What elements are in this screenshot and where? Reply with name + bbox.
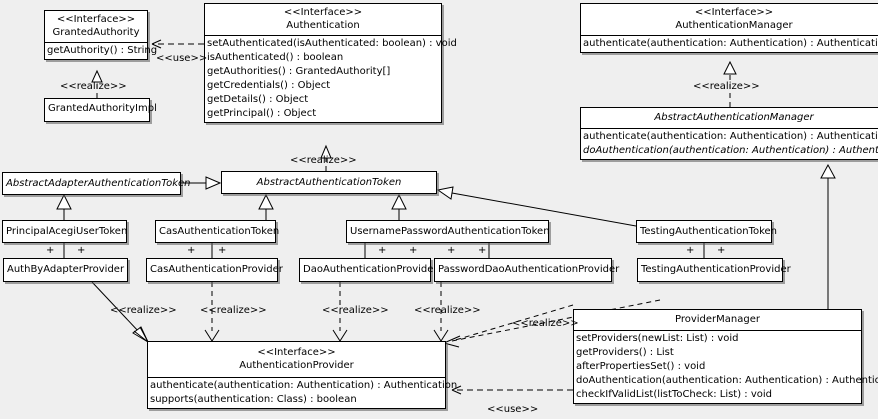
class-name-label: TestingAuthenticationProvider — [641, 264, 791, 275]
edge-label-realize-daoauthenticationprovider: <<realize>> — [322, 305, 389, 316]
class-granted-authority[interactable]: <<Interface>> GrantedAuthority getAuthor… — [44, 10, 158, 60]
operation-row: doAuthentication(authentication: Authent… — [583, 145, 878, 156]
class-name-label: AuthByAdapterProvider — [7, 264, 125, 275]
class-name-label: GrantedAuthority — [52, 27, 140, 38]
operation-row: authenticate(authentication: Authenticat… — [583, 38, 878, 49]
operation-row: getProviders() : List — [576, 347, 674, 358]
edge-label-realize-authbyadapterprovider: <<realize>> — [110, 305, 177, 316]
class-abstract-adapter-authentication-token[interactable]: AbstractAdapterAuthenticationToken — [2, 172, 191, 195]
edge-providermanager-extends-abstractauthmanager — [820, 163, 836, 309]
class-authentication[interactable]: <<Interface>> Authentication setAuthenti… — [204, 3, 457, 123]
class-name-label: AbstractAuthenticationManager — [654, 112, 814, 123]
association-multiplicity-marker: + — [378, 245, 387, 256]
operation-row: getPrincipal() : Object — [207, 108, 317, 119]
association-multiplicity-marker: + — [478, 245, 487, 256]
class-header: <<Interface>> AuthenticationManager — [581, 4, 878, 35]
class-authentication-provider[interactable]: <<Interface>> AuthenticationProvider aut… — [147, 341, 458, 409]
class-testing-authentication-token[interactable]: TestingAuthenticationToken — [636, 220, 778, 243]
class-header: <<Interface>> AuthenticationProvider — [148, 342, 445, 377]
class-name-label: ProviderManager — [674, 314, 760, 325]
operations-compartment: authenticate(authentication: Authenticat… — [581, 128, 878, 159]
class-name-label: CasAuthenticationToken — [159, 226, 280, 237]
class-principal-acegi-user-token[interactable]: PrincipalAcegiUserToken — [2, 220, 127, 243]
operation-row: supports(authentication: Class) : boolea… — [150, 394, 357, 405]
class-testing-authentication-provider[interactable]: TestingAuthenticationProvider — [637, 258, 791, 282]
association-multiplicity-marker: + — [218, 245, 227, 256]
edge-label-realize-abstractauthenticationtoken: <<realize>> — [290, 155, 357, 166]
operation-row: checkIfValidList(listToCheck: List) : vo… — [576, 389, 773, 400]
edge-label-realize-providermanager: <<realize>> — [512, 318, 579, 329]
class-name-label: PrincipalAcegiUserToken — [6, 226, 128, 237]
class-name-label: UsernamePasswordAuthenticationToken — [350, 226, 550, 237]
association-multiplicity-marker: + — [717, 245, 726, 256]
stereotype-label: <<Interface>> — [283, 7, 363, 18]
edge-label-use-providermanager: <<use>> — [487, 404, 539, 415]
class-name-label: AuthenticationProvider — [239, 360, 354, 371]
class-provider-manager[interactable]: ProviderManager setProviders(newList: Li… — [573, 309, 878, 404]
edge-label-realize-grantedauthorityimpl: <<realize>> — [60, 81, 127, 92]
association-multiplicity-marker: + — [447, 245, 456, 256]
class-name-label: AbstractAuthenticationToken — [256, 177, 402, 188]
edge-label-use-grantedauthority: <<use>> — [156, 53, 208, 64]
operation-row: afterPropertiesSet() : void — [576, 361, 706, 372]
class-authentication-manager[interactable]: <<Interface>> AuthenticationManager auth… — [580, 3, 878, 53]
class-granted-authority-impl[interactable]: GrantedAuthorityImpl — [44, 98, 157, 122]
class-header: AbstractAuthenticationManager — [581, 108, 878, 128]
operation-row: getAuthorities() : GrantedAuthority[] — [207, 66, 391, 77]
association-multiplicity-marker: + — [77, 245, 86, 256]
operations-compartment: authenticate(authentication: Authenticat… — [148, 377, 458, 408]
association-multiplicity-marker: + — [46, 245, 55, 256]
class-name-label: Authentication — [286, 20, 360, 31]
operation-row: getAuthority() : String — [47, 45, 158, 56]
class-abstract-authentication-manager[interactable]: AbstractAuthenticationManager authentica… — [580, 107, 878, 160]
operations-compartment: authenticate(authentication: Authenticat… — [581, 35, 878, 52]
class-name-label: AbstractAdapterAuthenticationToken — [6, 178, 191, 189]
operation-row: getDetails() : Object — [207, 94, 309, 105]
edge-label-realize-passworddaoprovider: <<realize>> — [414, 305, 481, 316]
class-cas-authentication-token[interactable]: CasAuthenticationToken — [155, 220, 280, 243]
stereotype-label: <<Interface>> — [257, 347, 336, 358]
operation-row: isAuthenticated() : boolean — [207, 52, 344, 63]
class-name-label: AuthenticationManager — [675, 20, 793, 31]
class-name-label: CasAuthenticationProvider — [150, 264, 283, 275]
class-cas-authentication-provider[interactable]: CasAuthenticationProvider — [146, 258, 283, 282]
association-multiplicity-marker: + — [187, 245, 196, 256]
edge-casauthenticationtoken-extends-abstracttoken — [258, 193, 274, 220]
class-username-password-authentication-token[interactable]: UsernamePasswordAuthenticationToken — [346, 220, 550, 243]
operation-row: authenticate(authentication: Authenticat… — [583, 131, 878, 142]
edge-usernamepasswordtoken-extends-abstracttoken — [391, 193, 407, 220]
class-abstract-authentication-token[interactable]: AbstractAuthenticationToken — [221, 171, 437, 194]
class-header: <<Interface>> Authentication — [205, 4, 441, 35]
class-dao-authentication-provider[interactable]: DaoAuthenticationProvider — [299, 258, 438, 282]
class-auth-by-adapter-provider[interactable]: AuthByAdapterProvider — [3, 258, 128, 282]
operations-compartment: getAuthority() : String — [45, 42, 158, 59]
class-name-label: GrantedAuthorityImpl — [48, 103, 157, 114]
operation-row: getCredentials() : Object — [207, 80, 331, 91]
class-header: ProviderManager — [574, 310, 861, 330]
class-password-dao-authentication-provider[interactable]: PasswordDaoAuthenticationProvider — [434, 258, 620, 282]
operations-compartment: setProviders(newList: List) : void getPr… — [574, 330, 878, 403]
edge-label-realize-abstractauthmanager: <<realize>> — [693, 81, 760, 92]
operation-row: setAuthenticated(isAuthenticated: boolea… — [207, 38, 457, 49]
operation-row: authenticate(authentication: Authenticat… — [150, 380, 458, 391]
stereotype-label: <<Interface>> — [56, 14, 136, 25]
class-name-label: TestingAuthenticationToken — [640, 226, 778, 237]
association-multiplicity-marker: + — [409, 245, 418, 256]
edge-label-realize-casauthenticationprovider: <<realize>> — [200, 305, 267, 316]
edge-principalacegiusertoken-extends-abstractadaptertoken — [56, 193, 72, 220]
association-multiplicity-marker: + — [686, 245, 695, 256]
operations-compartment: setAuthenticated(isAuthenticated: boolea… — [205, 35, 457, 122]
class-name-label: DaoAuthenticationProvider — [303, 264, 438, 275]
class-name-label: PasswordDaoAuthenticationProvider — [438, 264, 620, 275]
operation-row: doAuthentication(authentication: Authent… — [576, 375, 878, 386]
class-header: <<Interface>> GrantedAuthority — [45, 11, 147, 42]
stereotype-label: <<Interface>> — [694, 7, 774, 18]
operation-row: setProviders(newList: List) : void — [576, 333, 739, 344]
